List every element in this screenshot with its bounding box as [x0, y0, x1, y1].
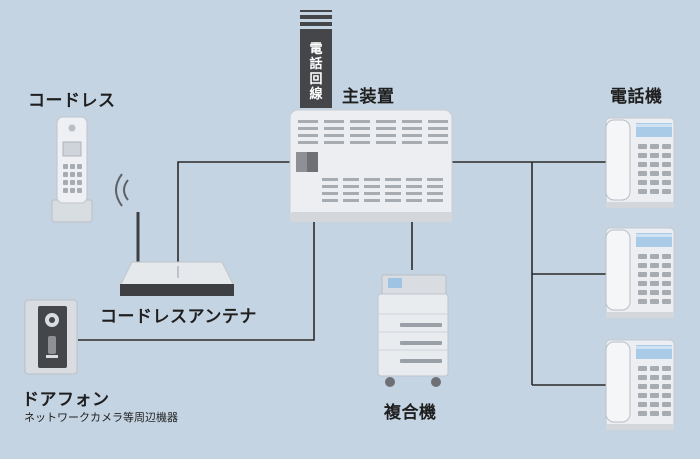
phone-line-label: 電 話 回 線 [300, 10, 332, 108]
cordless-handset [51, 116, 93, 223]
telephone-label: 電話機 [610, 87, 663, 107]
telephones [605, 117, 675, 430]
door-phone-sub-label: ネットワークカメラ等周辺機器 [24, 411, 178, 424]
mfp-printer [377, 274, 449, 387]
door-phone [24, 299, 78, 375]
main-unit-slots [298, 120, 448, 202]
door-phone-label: ドアフォン [22, 390, 110, 410]
cordless-antenna [115, 173, 235, 296]
phone-line-char: 回 [309, 72, 323, 87]
mfp-label: 複合機 [384, 403, 437, 423]
phone-line-pillar [300, 10, 332, 108]
connection-lines [78, 161, 608, 386]
phone-line-char: 電 [309, 42, 323, 57]
main-unit-label: 主装置 [342, 87, 395, 107]
telephone-icon [605, 117, 675, 208]
cordless-label: コードレス [28, 91, 116, 111]
cordless-antenna-label: コードレスアンテナ [100, 307, 257, 327]
telephone-icon [605, 227, 675, 318]
line-main-to-doorphone [78, 222, 315, 341]
telephone-icon [605, 339, 675, 430]
handset-keys [63, 164, 82, 193]
line-main-to-antenna [177, 161, 290, 268]
main-unit [289, 109, 453, 222]
phone-line-char: 線 [309, 87, 323, 102]
phone-line-char: 話 [309, 57, 323, 72]
signal-wave-icon [123, 179, 129, 201]
